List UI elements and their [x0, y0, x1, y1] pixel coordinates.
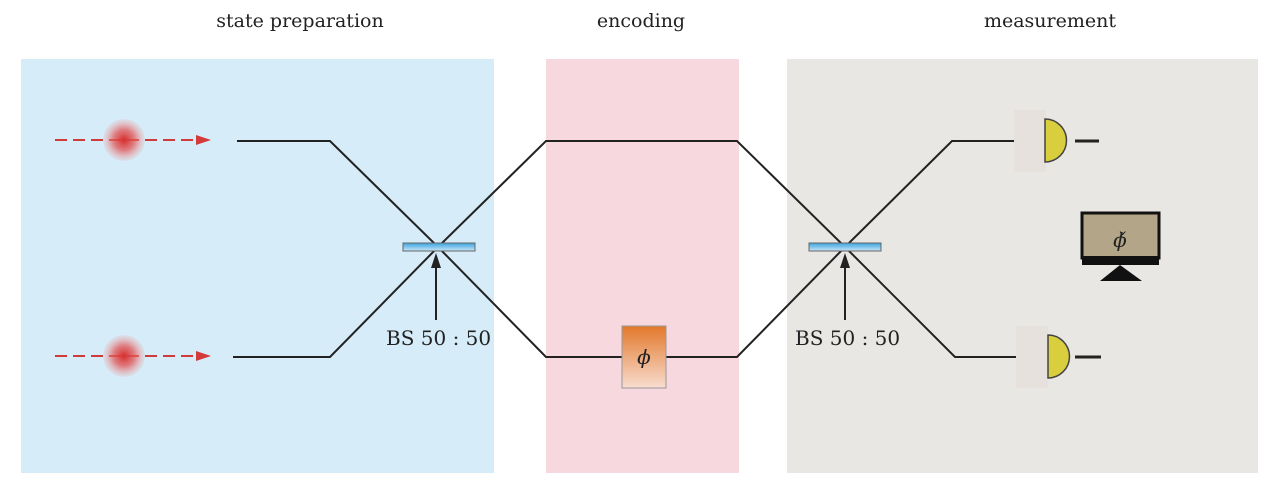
panel-encoding [546, 59, 739, 473]
bs2-label: BS 50 : 50 [795, 326, 900, 350]
photon-source-top [55, 119, 211, 161]
photon-bottom [103, 335, 145, 377]
beam-splitter-1 [402, 242, 476, 252]
detector-top [1014, 110, 1068, 172]
photon-source-bottom [55, 335, 211, 377]
phase-shifter [621, 325, 667, 389]
beam-splitter-2 [808, 242, 882, 252]
bs2-pointer-arrowhead [840, 253, 850, 268]
title-measurement: measurement [983, 10, 1117, 32]
bs1-label: BS 50 : 50 [386, 326, 491, 350]
panel-state-preparation [21, 59, 494, 473]
detector-bottom [1016, 326, 1071, 388]
title-state-preparation: state preparation [216, 10, 384, 32]
phase-symbol: ϕ [637, 345, 651, 369]
path-input-top [237, 140, 1045, 249]
monitor-icon: ϕ̌ [1080, 211, 1161, 281]
estimate-symbol: ϕ̌ [1113, 228, 1127, 252]
bs1-pointer-arrowhead [431, 253, 441, 268]
title-encoding: encoding [596, 10, 686, 32]
photon-top [103, 119, 145, 161]
